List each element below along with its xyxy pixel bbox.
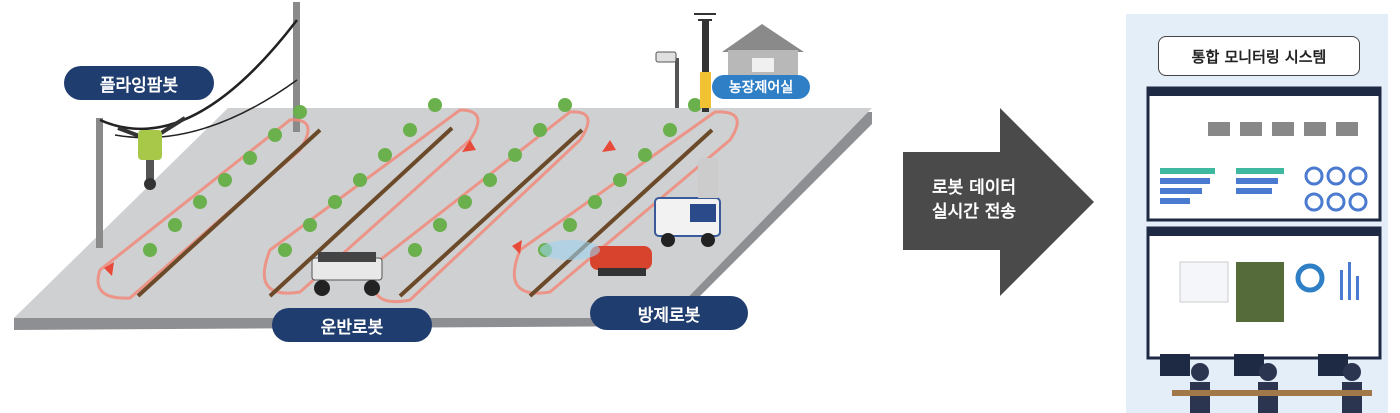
path-loop-4 bbox=[512, 110, 739, 295]
farm-control-room-label: 농장제어실 bbox=[712, 75, 810, 99]
crop-row-2 bbox=[268, 126, 454, 298]
flying-farm-bot-label: 플라잉팜봇 bbox=[64, 66, 214, 100]
operators bbox=[1160, 354, 1372, 413]
monitor-screen-2 bbox=[1146, 226, 1382, 360]
pest-control-robot bbox=[590, 246, 652, 276]
arrow-caption: 로봇 데이터 실시간 전송 bbox=[912, 176, 1036, 224]
path-arrow-2 bbox=[462, 140, 476, 152]
tower-stripe bbox=[700, 72, 711, 108]
cable-pole-left bbox=[96, 118, 103, 248]
camera-pole bbox=[675, 58, 679, 108]
camera bbox=[655, 51, 677, 63]
flying-farm-bot bbox=[117, 116, 187, 190]
monitoring-system-title: 통합 모니터링 시스템 bbox=[1158, 36, 1360, 76]
transfer-arrow bbox=[903, 108, 1094, 296]
cable-2 bbox=[114, 79, 298, 139]
spray-mist bbox=[540, 240, 600, 260]
field-slab bbox=[14, 108, 872, 318]
transport-robot-label: 운반로봇 bbox=[272, 308, 432, 342]
path-arrow-1 bbox=[104, 262, 114, 276]
path-arrow-3 bbox=[602, 140, 616, 152]
cable-pole-right bbox=[293, 2, 300, 132]
crop-plants bbox=[143, 98, 702, 257]
path-loop-2 bbox=[262, 108, 480, 295]
crop-row-3 bbox=[398, 128, 584, 298]
crop-rows bbox=[136, 126, 714, 298]
pest-control-robot-label: 방제로봇 bbox=[590, 296, 748, 330]
crop-row-4 bbox=[528, 128, 714, 298]
monitor-screen-1 bbox=[1146, 86, 1382, 222]
crop-row-1 bbox=[136, 128, 322, 298]
sensor-tower bbox=[702, 20, 709, 112]
arrow-caption-line1: 로봇 데이터 bbox=[931, 178, 1017, 198]
arrow-caption-line2: 실시간 전송 bbox=[931, 202, 1017, 222]
truck-robot bbox=[654, 158, 721, 247]
cable bbox=[99, 19, 298, 131]
transport-robot bbox=[311, 252, 383, 296]
path-arrow-4 bbox=[512, 240, 522, 254]
